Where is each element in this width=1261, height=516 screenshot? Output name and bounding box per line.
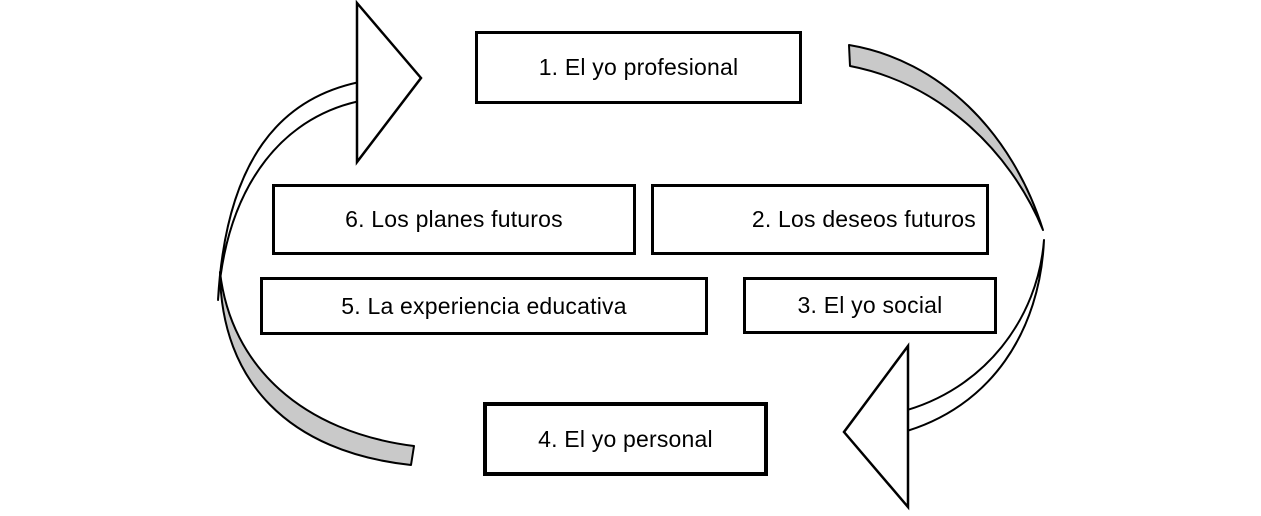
flow-box-label: 2. Los deseos futuros xyxy=(751,206,976,232)
flow-box-label: 4. El yo personal xyxy=(538,425,713,452)
curved-arrow-down-icon xyxy=(842,44,1045,511)
flow-box-profesional: 1. El yo profesional xyxy=(475,31,802,104)
flow-box-experiencia-educativa: 5. La experiencia educativa xyxy=(260,277,708,335)
curved-arrow-up-icon xyxy=(217,0,423,466)
flow-box-personal: 4. El yo personal xyxy=(483,402,768,476)
flow-box-planes-futuros: 6. Los planes futuros xyxy=(272,184,636,255)
flow-box-label: 6. Los planes futuros xyxy=(345,206,563,232)
flow-box-social: 3. El yo social xyxy=(743,277,997,334)
flow-box-deseos-futuros: 2. Los deseos futuros xyxy=(651,184,989,255)
flow-box-label: 3. El yo social xyxy=(797,292,943,318)
flow-box-label: 5. La experiencia educativa xyxy=(341,292,627,319)
flow-box-label: 1. El yo profesional xyxy=(538,54,739,80)
